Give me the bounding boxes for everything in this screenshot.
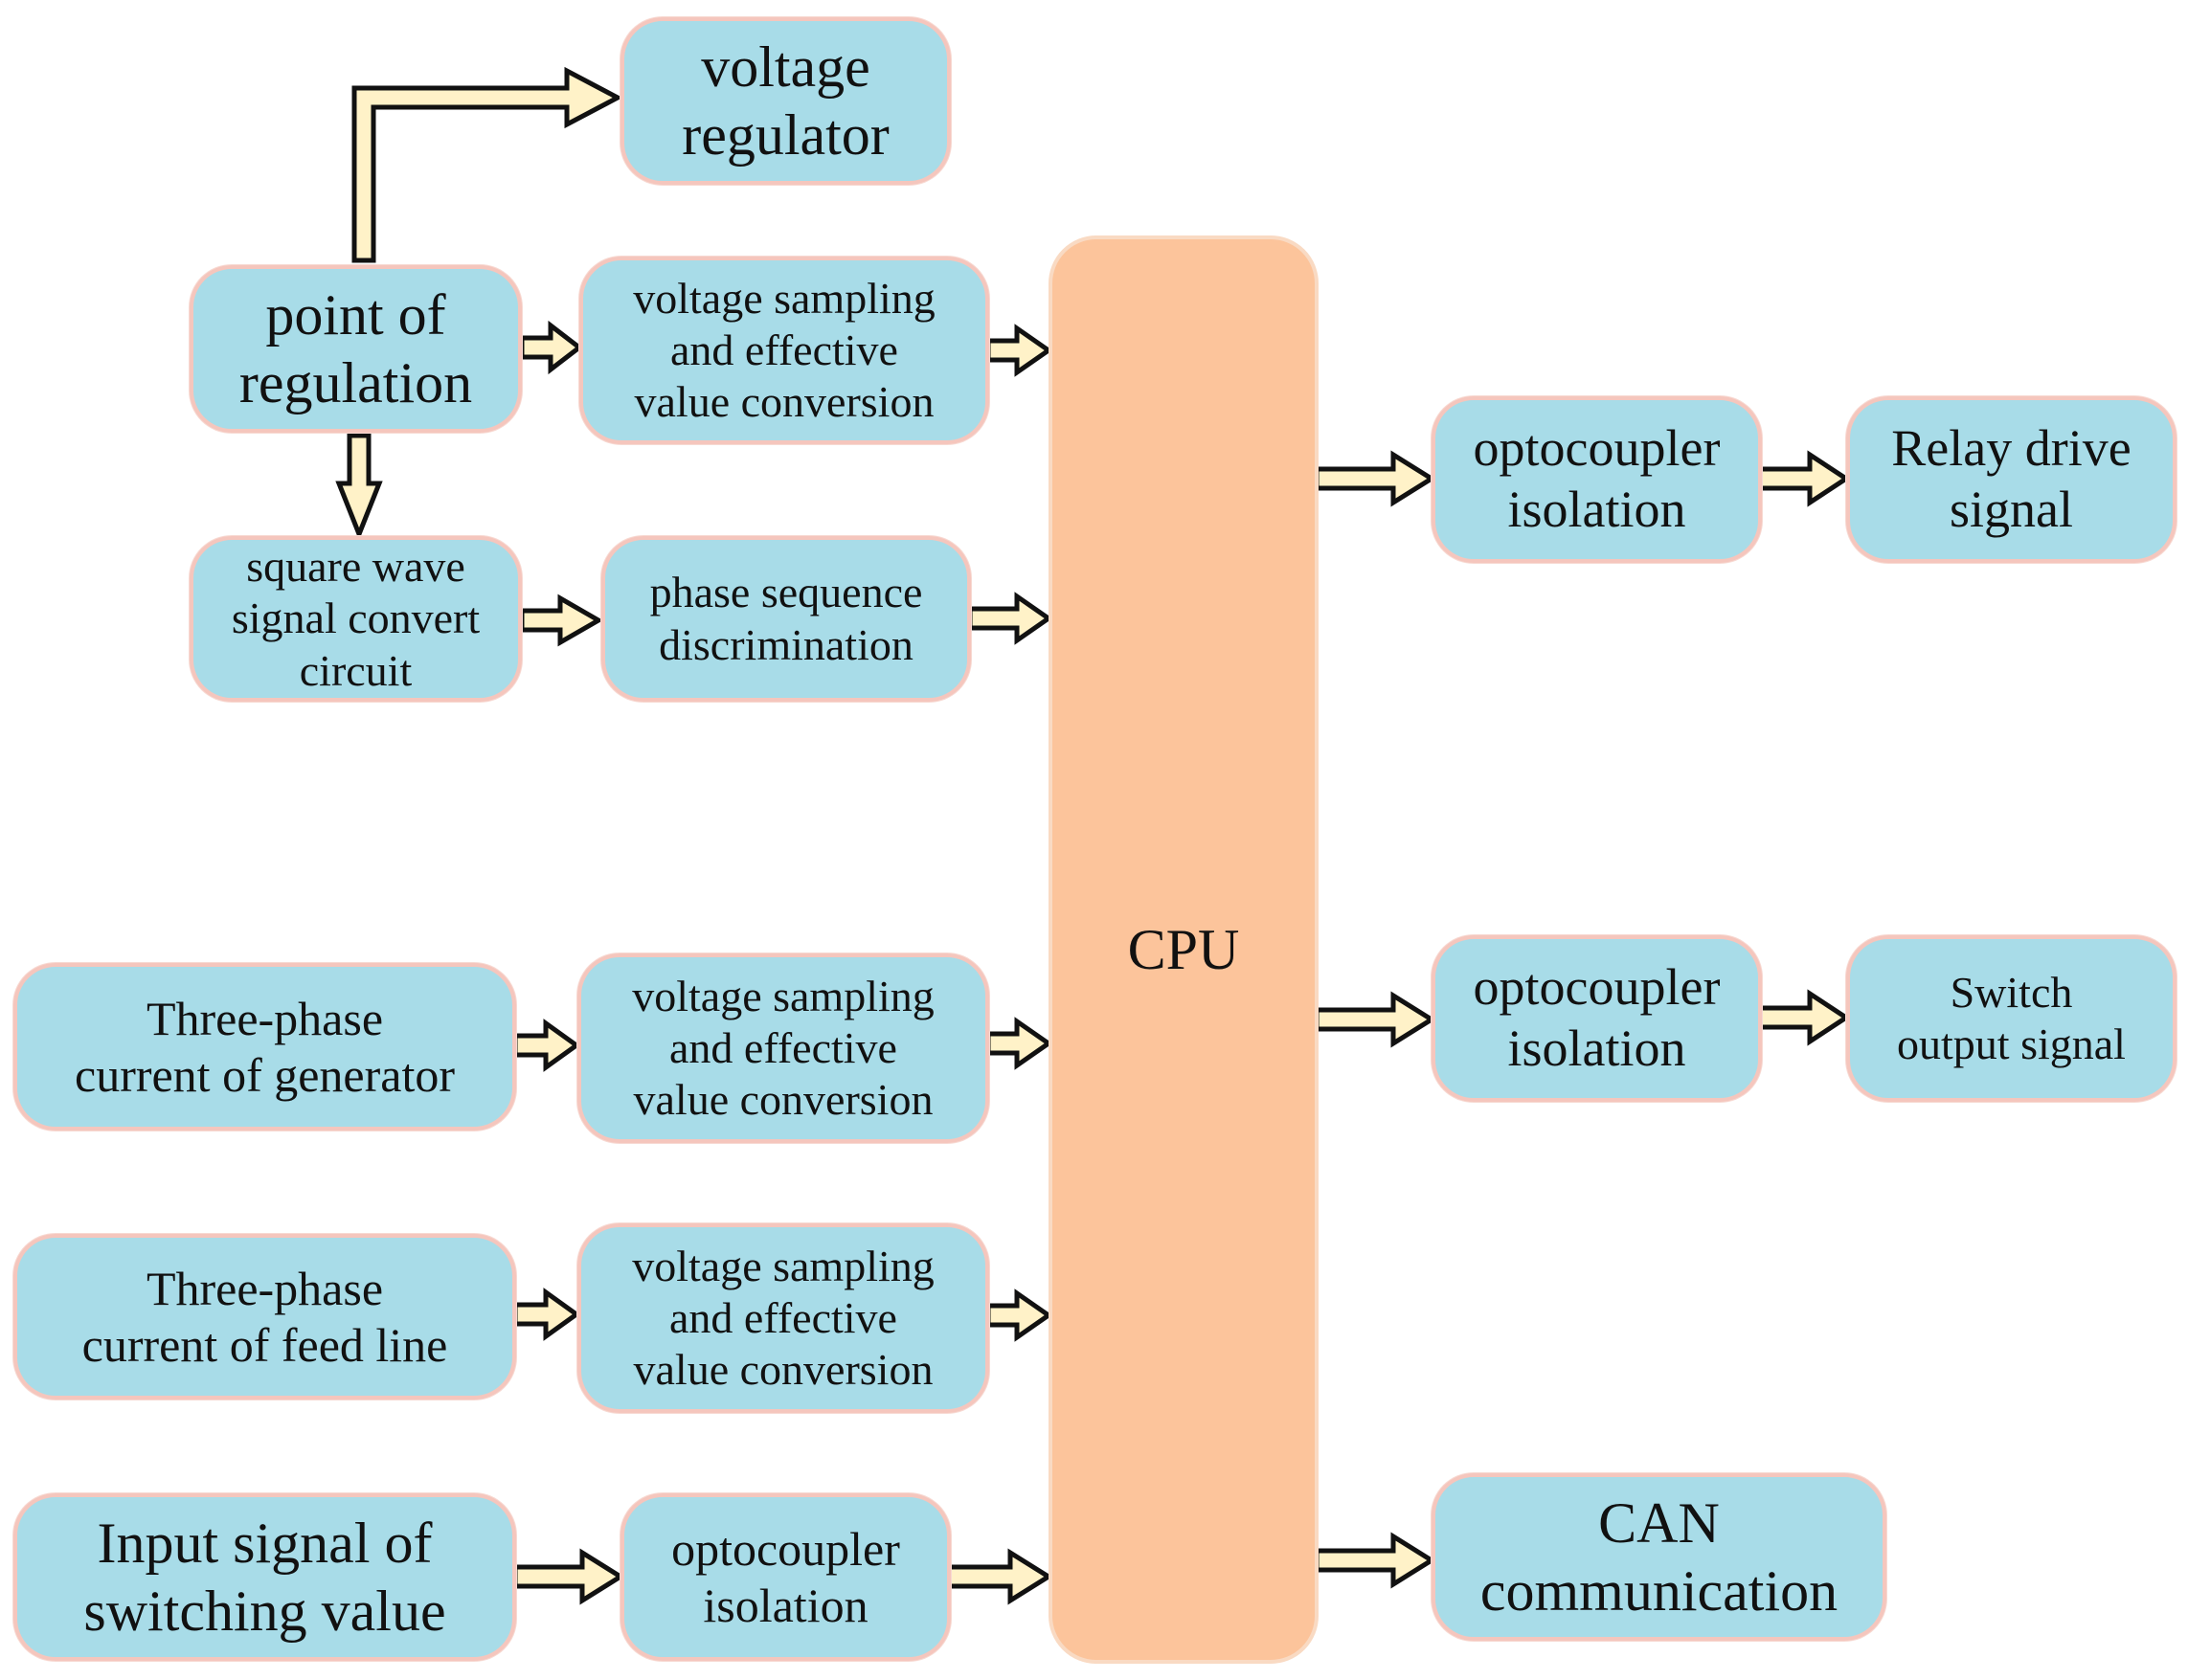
optocoupler-switch-box: optocoupler isolation xyxy=(1432,935,1762,1102)
cpu-block: CPU xyxy=(1049,235,1319,1664)
arrow-sampling3-to-cpu xyxy=(985,1288,1053,1342)
arrow-cpu-to-can xyxy=(1314,1532,1436,1589)
arrow-feedcurrent-to-sampling3 xyxy=(512,1288,581,1341)
arrow-sampling1-to-cpu xyxy=(985,324,1053,377)
switching-input-box: Input signal of switching value xyxy=(13,1493,516,1661)
arrow-regulation-to-sampling1 xyxy=(519,320,584,375)
voltage-sampling-box-3: voltage sampling and effective value con… xyxy=(577,1223,989,1413)
arrow-squarewave-to-phase xyxy=(519,594,604,647)
voltage-sampling-box-2: voltage sampling and effective value con… xyxy=(577,953,989,1143)
voltage-regulator-box: voltage regulator xyxy=(620,17,951,185)
arrow-cpu-to-optocoupler-switch xyxy=(1314,991,1436,1048)
feed-line-current-box: Three-phase current of feed line xyxy=(13,1234,516,1400)
arrow-sampling2-to-cpu xyxy=(985,1017,1053,1070)
arrow-cpu-to-optocoupler-relay xyxy=(1314,450,1436,507)
can-communication-box: CAN communication xyxy=(1432,1473,1886,1641)
phase-sequence-box: phase sequence discrimination xyxy=(601,536,971,702)
square-wave-converter-box: square wave signal convert circuit xyxy=(190,536,522,702)
arrow-regulation-to-squarewave xyxy=(335,433,383,541)
voltage-sampling-box-1: voltage sampling and effective value con… xyxy=(579,257,989,444)
generator-current-box: Three-phase current of generator xyxy=(13,963,516,1131)
arrow-gencurrent-to-sampling2 xyxy=(512,1019,581,1072)
arrow-input-to-optocoupler xyxy=(512,1548,625,1605)
arrow-phase-to-cpu xyxy=(967,592,1053,645)
arrow-optocoupler-to-switch xyxy=(1757,989,1851,1046)
arrow-optocoupler-to-relay xyxy=(1757,450,1851,507)
optocoupler-relay-box: optocoupler isolation xyxy=(1432,396,1762,563)
arrow-regulation-to-regulator xyxy=(351,66,623,263)
switch-output-signal-box: Switch output signal xyxy=(1846,935,2177,1102)
arrow-optocoupler-to-cpu xyxy=(945,1548,1053,1605)
optocoupler-input-box: optocoupler isolation xyxy=(620,1493,951,1661)
relay-drive-signal-box: Relay drive signal xyxy=(1846,396,2177,563)
cpu-label: CPU xyxy=(1127,917,1240,981)
point-of-regulation-box: point of regulation xyxy=(190,265,522,433)
